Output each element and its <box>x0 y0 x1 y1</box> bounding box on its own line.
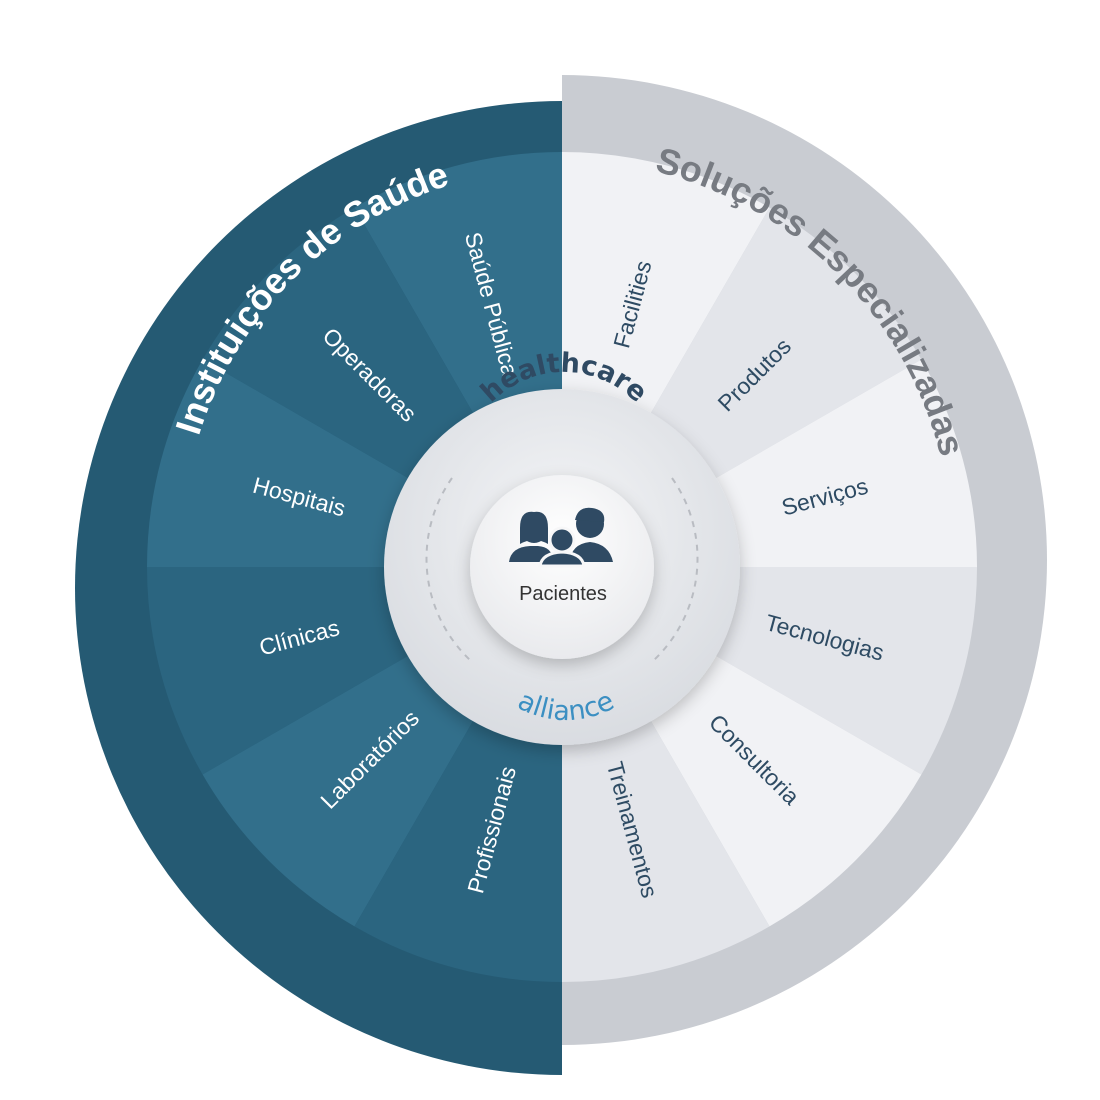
segment-tecnologias <box>713 567 977 775</box>
segment-hospitais <box>147 359 411 567</box>
segment-clinicas <box>147 567 411 775</box>
center-label-pacientes: Pacientes <box>519 583 607 605</box>
segment-consultoria <box>649 654 922 927</box>
segment-operadoras <box>202 207 475 480</box>
hub-dashed-arc-right <box>653 477 699 661</box>
segment-produtos <box>649 207 922 480</box>
segment-servicos <box>713 359 977 567</box>
right-segments <box>562 152 977 982</box>
people-group-icon <box>509 507 613 568</box>
segment-facilities <box>562 152 770 416</box>
segment-profissionais <box>354 718 562 982</box>
segment-laboratorios <box>202 654 475 927</box>
left-segments <box>147 152 562 982</box>
hub-dashed-arc-left <box>425 477 471 661</box>
segment-treinamentos <box>562 718 770 982</box>
segment-saude-publica <box>354 152 562 416</box>
